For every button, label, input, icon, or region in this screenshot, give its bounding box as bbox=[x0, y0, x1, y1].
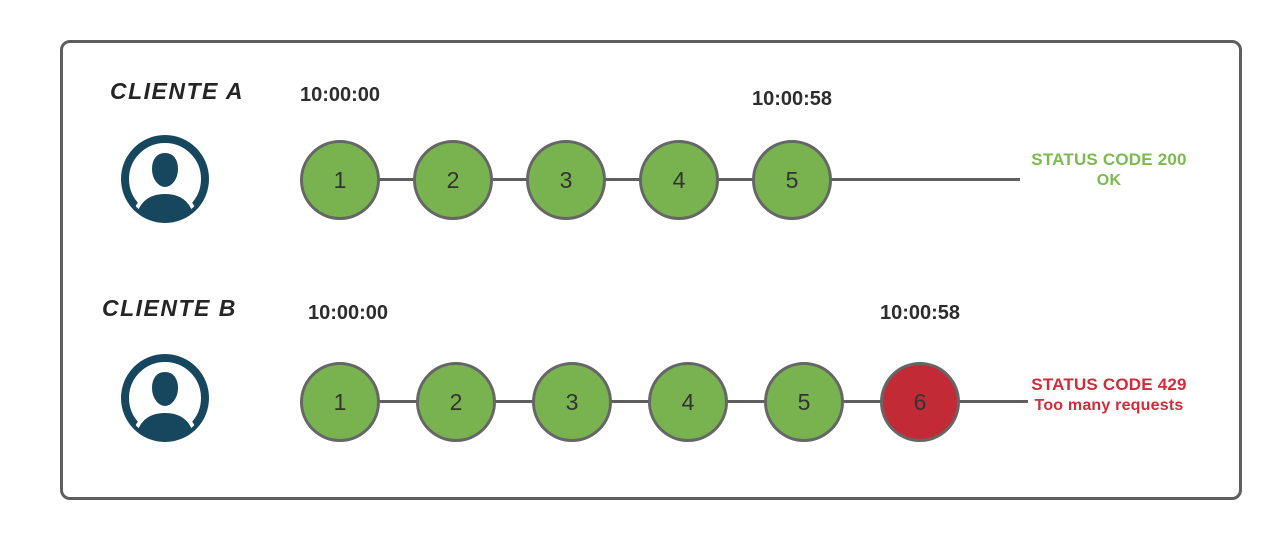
request-node: 5 bbox=[764, 362, 844, 442]
diagram-frame bbox=[60, 40, 1242, 500]
request-node: 3 bbox=[532, 362, 612, 442]
client-b-label: CLIENTE B bbox=[102, 295, 237, 321]
end-timestamp: 10:00:58 bbox=[879, 302, 961, 324]
request-node: 4 bbox=[648, 362, 728, 442]
request-node: 3 bbox=[526, 140, 606, 220]
user-avatar-icon bbox=[117, 131, 213, 227]
request-node: 4 bbox=[639, 140, 719, 220]
status-text-success: STATUS CODE 200 OK bbox=[1024, 149, 1194, 191]
status-code-line: STATUS CODE 429 bbox=[1031, 375, 1187, 394]
request-node: 1 bbox=[300, 140, 380, 220]
client-a-label: CLIENTE A bbox=[110, 78, 245, 104]
end-timestamp: 10:00:58 bbox=[751, 88, 833, 110]
request-node: 5 bbox=[752, 140, 832, 220]
status-text-error: STATUS CODE 429 Too many requests bbox=[1024, 374, 1194, 416]
request-node: 1 bbox=[300, 362, 380, 442]
status-message-line: Too many requests bbox=[1034, 397, 1184, 414]
start-timestamp: 10:00:00 bbox=[307, 302, 389, 324]
request-node: 2 bbox=[413, 140, 493, 220]
status-message-line: OK bbox=[1096, 172, 1122, 189]
request-node-rate-limited: 6 bbox=[880, 362, 960, 442]
status-code-line: STATUS CODE 200 bbox=[1031, 150, 1187, 169]
start-timestamp: 10:00:00 bbox=[299, 84, 381, 106]
user-avatar-icon bbox=[117, 350, 213, 446]
request-node: 2 bbox=[416, 362, 496, 442]
